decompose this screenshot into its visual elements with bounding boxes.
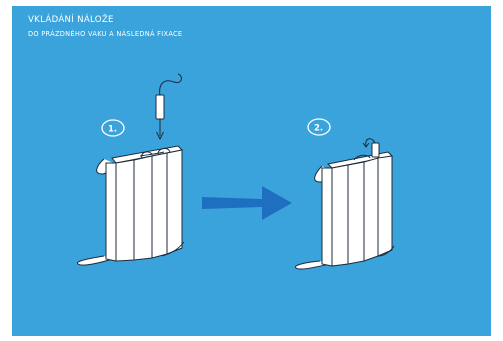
diagram-subtitle: DO PRÁZDNÉHO VAKU A NÁSLEDNÁ FIXACE xyxy=(28,30,183,38)
process-arrow xyxy=(202,186,292,220)
step-1-badge: 1. xyxy=(101,119,125,137)
step-2-badge: 2. xyxy=(307,118,331,136)
charge-bag-2 xyxy=(294,138,395,270)
diagram-panel: VKLÁDÁNÍ NÁLOŽE DO PRÁZDNÉHO VAKU A NÁSL… xyxy=(12,6,491,336)
step-1-label: 1. xyxy=(108,125,117,135)
detonator-icon xyxy=(155,73,182,141)
diagram-title: VKLÁDÁNÍ NÁLOŽE xyxy=(28,15,114,25)
charge-bag-1 xyxy=(76,145,185,266)
step-2-label: 2. xyxy=(314,124,323,134)
diagram-illustration: 1. xyxy=(76,73,395,270)
